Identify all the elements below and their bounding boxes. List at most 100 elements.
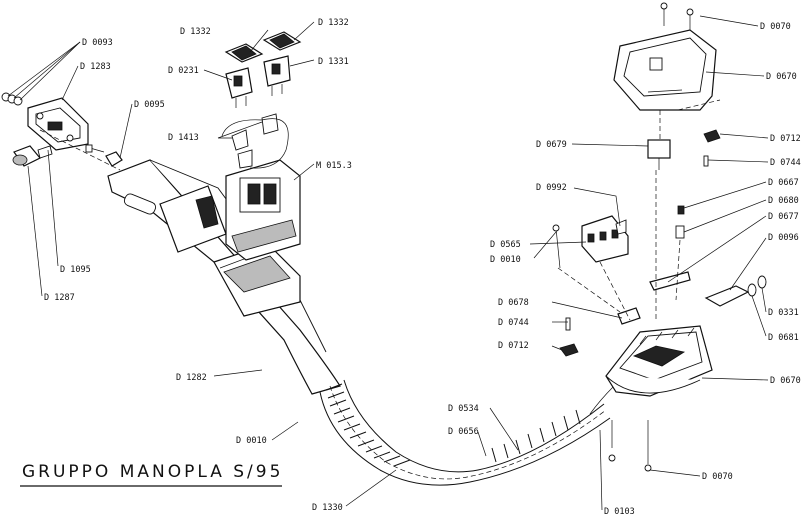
- label-d0656: D 0656: [448, 427, 479, 437]
- label-d1095: D 1095: [60, 265, 91, 275]
- assembly-guide: [39, 129, 121, 171]
- label-d0095: D 0095: [134, 100, 165, 110]
- label-d1331: D 1331: [318, 57, 349, 67]
- ring-part: [13, 96, 23, 106]
- label-d1287: D 1287: [44, 293, 75, 303]
- label-d0680: D 0680: [768, 196, 799, 206]
- lamp-d0712: [559, 343, 579, 357]
- label-d0679: D 0679: [536, 140, 567, 150]
- label-d0010-right: D 0010: [490, 255, 521, 265]
- part-d0680: [675, 225, 685, 239]
- assembly-guide: [557, 267, 621, 313]
- label-d0677: D 0677: [768, 212, 799, 222]
- label-d0093: D 0093: [82, 38, 113, 48]
- label-d1332-right: D 1332: [318, 18, 349, 28]
- assembly-guide: [599, 261, 631, 321]
- hose-spring-coils: [325, 383, 411, 467]
- label-d0096: D 0096: [768, 233, 799, 243]
- label-d0070-bottom: D 0070: [702, 472, 733, 482]
- label-d1330: D 1330: [312, 503, 343, 513]
- connector-block: [47, 121, 63, 131]
- screw-head: [85, 144, 93, 153]
- handle-body-group: [107, 159, 341, 395]
- label-d0712-bottom: D 0712: [498, 341, 529, 351]
- top-cover-edge: [647, 89, 683, 93]
- hose-group: [319, 379, 615, 486]
- nut-part: [105, 151, 123, 167]
- label-d0744-top: D 0744: [770, 158, 801, 168]
- base-lower-edge: [605, 375, 701, 394]
- ring-d0681: [747, 283, 757, 297]
- label-d1283: D 1283: [80, 62, 111, 72]
- ring-d0331: [757, 275, 767, 289]
- top-cover-group: [613, 2, 721, 170]
- base-core: [632, 345, 686, 367]
- fitting-d0096: [704, 285, 750, 307]
- terminal-screw: [599, 231, 607, 241]
- label-d1332-left: D 1332: [180, 27, 211, 37]
- handle-grip-pad: [223, 255, 291, 293]
- top-cover-inner: [623, 37, 707, 97]
- pin-d0744-top: [703, 155, 709, 167]
- left-connector-group: [1, 92, 123, 171]
- bracket-d0678: [617, 307, 641, 325]
- connector-pin: [66, 134, 74, 142]
- screw-d0070-head: [644, 464, 652, 472]
- label-d0231: D 0231: [168, 66, 199, 76]
- label-d0712-top: D 0712: [770, 134, 801, 144]
- label-d0992: D 0992: [536, 183, 567, 193]
- switch-cap-left-top: [231, 45, 257, 61]
- label-d0534: D 0534: [448, 404, 479, 414]
- pin-d0744: [565, 317, 571, 331]
- terminal-screw: [587, 233, 595, 243]
- label-d1413: D 1413: [168, 133, 199, 143]
- lamp-d0712-top: [703, 129, 721, 143]
- hose-outline-bottom: [343, 379, 605, 473]
- rocker-switch-right-key: [271, 63, 281, 75]
- plug-cap: [12, 154, 28, 166]
- plug-tip: [37, 145, 53, 159]
- label-d0670-bottom: D 0670: [770, 376, 801, 386]
- label-d1282: D 1282: [176, 373, 207, 383]
- screw-top-a-head: [660, 2, 668, 10]
- screw-d0103-head: [608, 454, 616, 462]
- handle-side-detail: [195, 195, 219, 229]
- hose-spring-coils-base: [491, 409, 581, 463]
- part-labels: D 0093 D 1283 D 1095 D 1287 D 0095 D 133…: [44, 18, 801, 517]
- label-d0744-bottom: D 0744: [498, 318, 529, 328]
- base-assembly-group: [552, 170, 767, 472]
- terminal-clip: [231, 129, 249, 151]
- rocker-switch-left-key: [233, 75, 243, 87]
- label-d0667: D 0667: [768, 178, 799, 188]
- handle-slot: [123, 193, 157, 215]
- terminal-clip: [237, 149, 253, 169]
- connector-pin: [36, 112, 44, 120]
- screw-d0010-head: [552, 224, 560, 232]
- fuse-d0679: [647, 139, 671, 159]
- top-cover-window: [649, 57, 663, 71]
- switch-slot-a: [247, 183, 261, 205]
- label-d0331: D 0331: [768, 308, 799, 318]
- label-m0153: M 015.3: [316, 161, 352, 171]
- label-d0678: D 0678: [498, 298, 529, 308]
- label-d0010-left: D 0010: [236, 436, 267, 446]
- screw-d0010-shaft: [555, 227, 561, 269]
- diagram-title: GRUPPO MANOPLA S/95: [22, 462, 283, 482]
- terminal-wire: [221, 118, 289, 169]
- leader-lines: [7, 15, 769, 511]
- switch-slot-b: [263, 183, 277, 205]
- switch-cap-right-top: [269, 33, 295, 49]
- label-d0103: D 0103: [604, 507, 635, 517]
- label-d0681: D 0681: [768, 333, 799, 343]
- label-d0565: D 0565: [490, 240, 521, 250]
- label-d0070-top: D 0070: [760, 22, 791, 32]
- screw-top-b-head: [686, 8, 694, 16]
- assembly-guide: [677, 99, 721, 111]
- switches-group: [221, 31, 302, 169]
- base-ribs: [639, 327, 695, 345]
- hose-centerline: [329, 385, 607, 480]
- hose-outline-top: [319, 391, 611, 486]
- assembly-guide: [675, 239, 681, 301]
- housing-grid: [231, 219, 297, 253]
